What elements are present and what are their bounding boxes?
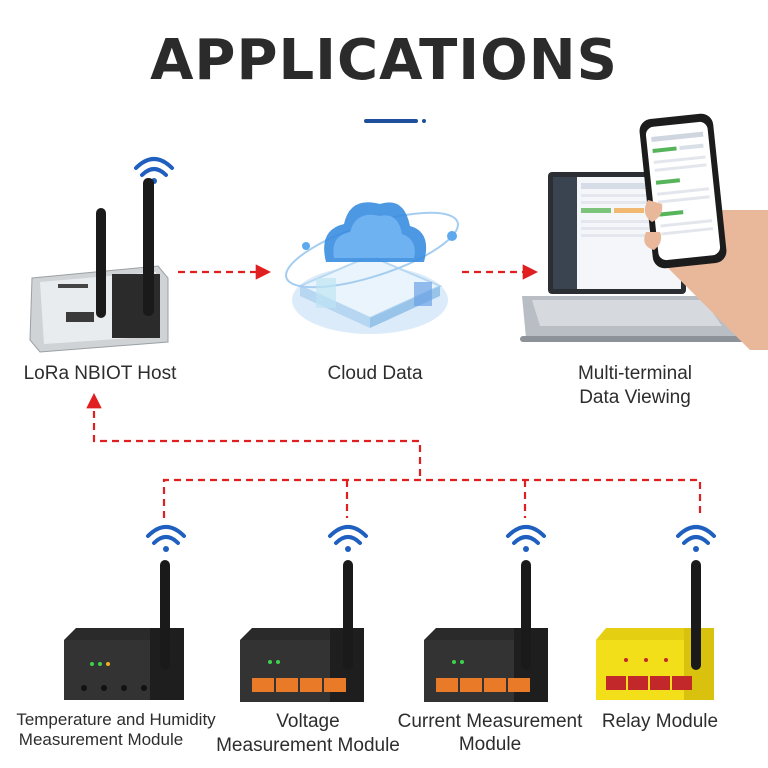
current-module (424, 525, 548, 702)
antenna-icon (160, 560, 170, 670)
antenna-icon (521, 560, 531, 670)
voltage-module (240, 525, 368, 702)
module-label-voltage-line2: Measurement Module (216, 735, 400, 756)
wifi-icon (146, 525, 186, 552)
terminal-label-line1: Multi-terminal (577, 363, 693, 384)
wifi-icon (328, 525, 368, 552)
relay-module (596, 525, 716, 700)
wifi-icon (676, 525, 716, 552)
module-label-temperature-line1: Temperature and Humidity (16, 710, 216, 729)
antenna-icon (691, 560, 701, 670)
arrow-up-icon (86, 392, 422, 476)
terminal-label-line2: Data Viewing (579, 387, 691, 408)
module-bus-line (162, 478, 702, 518)
module-label-current-line2: Module (458, 734, 522, 755)
phone-hand (639, 113, 768, 350)
page-title: APPLICATIONS (150, 28, 618, 93)
antenna-icon (96, 178, 154, 318)
temperature-humidity-module (64, 525, 186, 700)
title-underline (364, 119, 418, 123)
cloud-label: Cloud Data (327, 363, 423, 384)
module-label-temperature-line2: Measurement Module (18, 730, 184, 749)
host-label: LoRa NBIOT Host (23, 363, 177, 384)
module-label-voltage-line1: Voltage (276, 711, 340, 732)
cloud-icon (324, 202, 427, 262)
module-label-relay-line1: Relay Module (601, 711, 719, 732)
title-underline-dot (422, 119, 426, 123)
wifi-icon (506, 525, 546, 552)
module-label-current-line1: Current Measurement (397, 711, 583, 732)
antenna-icon (343, 560, 353, 670)
